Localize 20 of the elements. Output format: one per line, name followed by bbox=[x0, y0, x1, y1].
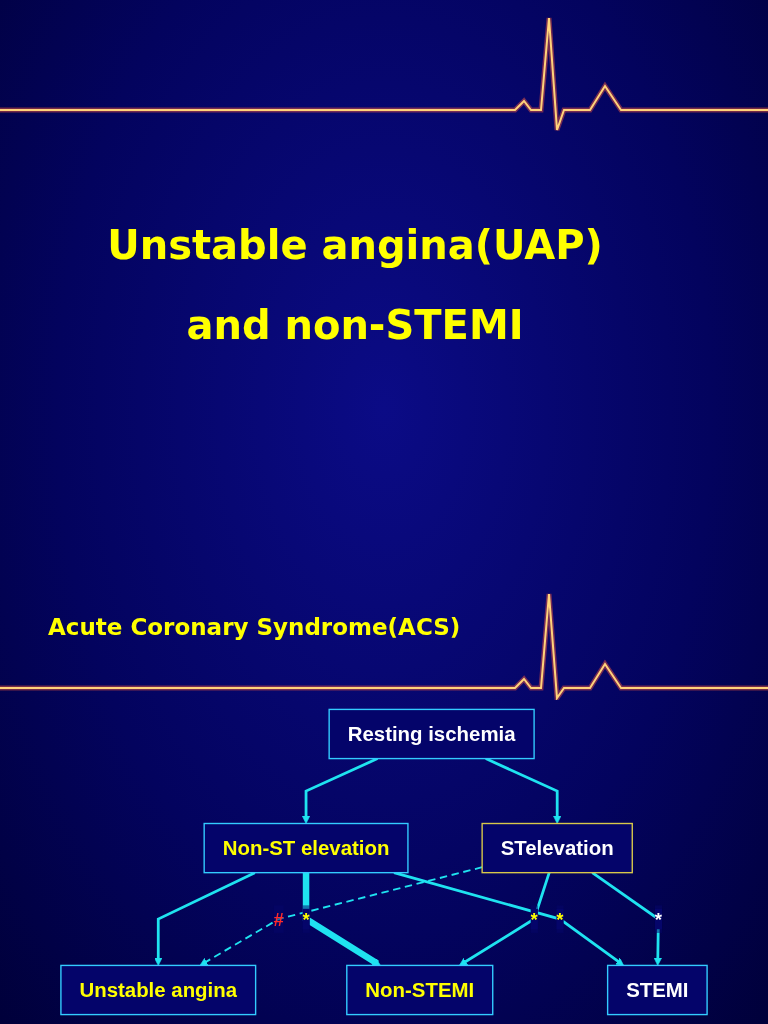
process-box: Unstable angina bbox=[60, 964, 257, 1016]
section-heading: Acute Coronary Syndrome(ACS) bbox=[48, 614, 461, 640]
arrow bbox=[485, 757, 562, 824]
edge-label: * bbox=[654, 905, 662, 933]
arrow bbox=[459, 872, 551, 966]
process-box: Non-ST elevation bbox=[203, 822, 409, 874]
arrow bbox=[154, 871, 256, 966]
edge-label: * bbox=[556, 905, 564, 933]
edge-label: # bbox=[273, 905, 284, 933]
slide-title: Unstable angina(UAP) and non-STEMI bbox=[106, 221, 604, 350]
process-box: STelevation bbox=[481, 822, 633, 874]
process-box: Non-STEMI bbox=[346, 964, 494, 1016]
arrow bbox=[302, 872, 381, 967]
process-box: STEMI bbox=[606, 964, 708, 1016]
arrow bbox=[393, 871, 624, 966]
arrow bbox=[301, 757, 379, 824]
process-box: Resting ischemia bbox=[328, 708, 535, 760]
arrow bbox=[591, 871, 662, 966]
edge-label: * bbox=[530, 905, 538, 933]
edge-label: * bbox=[302, 905, 310, 933]
